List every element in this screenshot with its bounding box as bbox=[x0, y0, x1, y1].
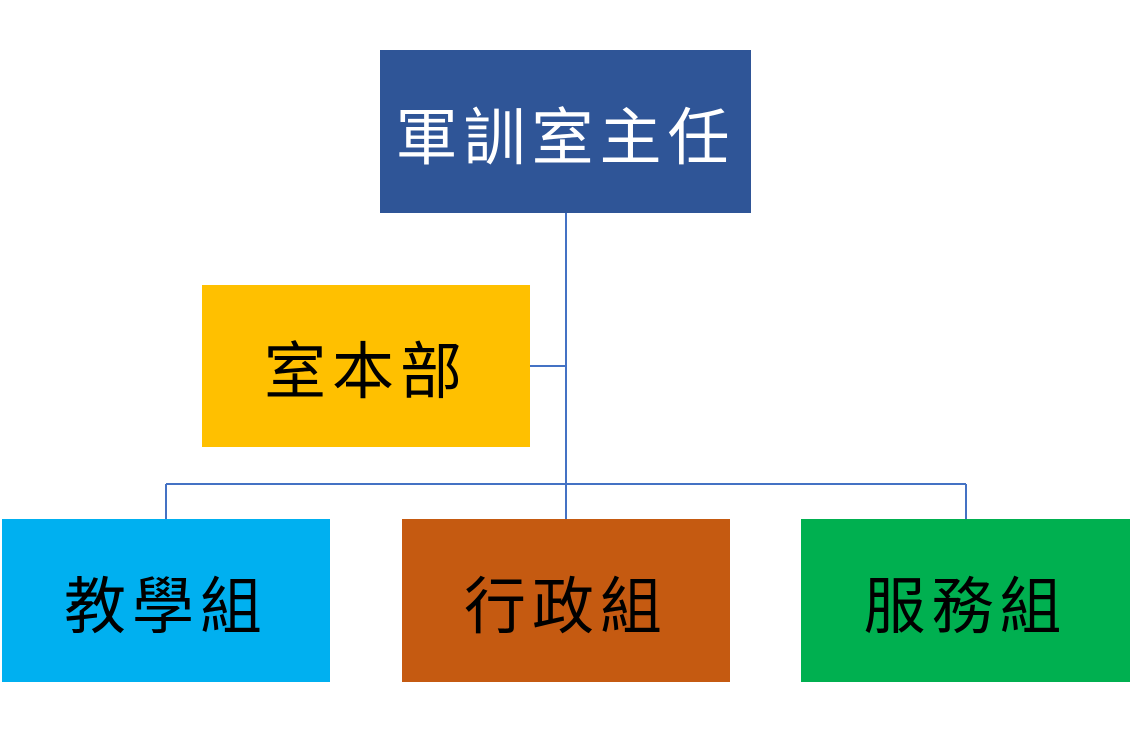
node-root-label: 軍訓室主任 bbox=[395, 100, 736, 174]
node-teaching-group: 教學組 bbox=[2, 519, 330, 682]
node-teaching-label: 教學組 bbox=[63, 569, 268, 643]
node-office-label: 室本部 bbox=[263, 335, 468, 408]
node-admin-group: 行政組 bbox=[402, 519, 730, 682]
node-admin-label: 行政組 bbox=[463, 569, 668, 643]
node-service-label: 服務組 bbox=[863, 569, 1068, 643]
node-root-director: 軍訓室主任 bbox=[380, 50, 751, 213]
node-office-headquarters: 室本部 bbox=[202, 285, 530, 447]
node-service-group: 服務組 bbox=[801, 519, 1130, 682]
